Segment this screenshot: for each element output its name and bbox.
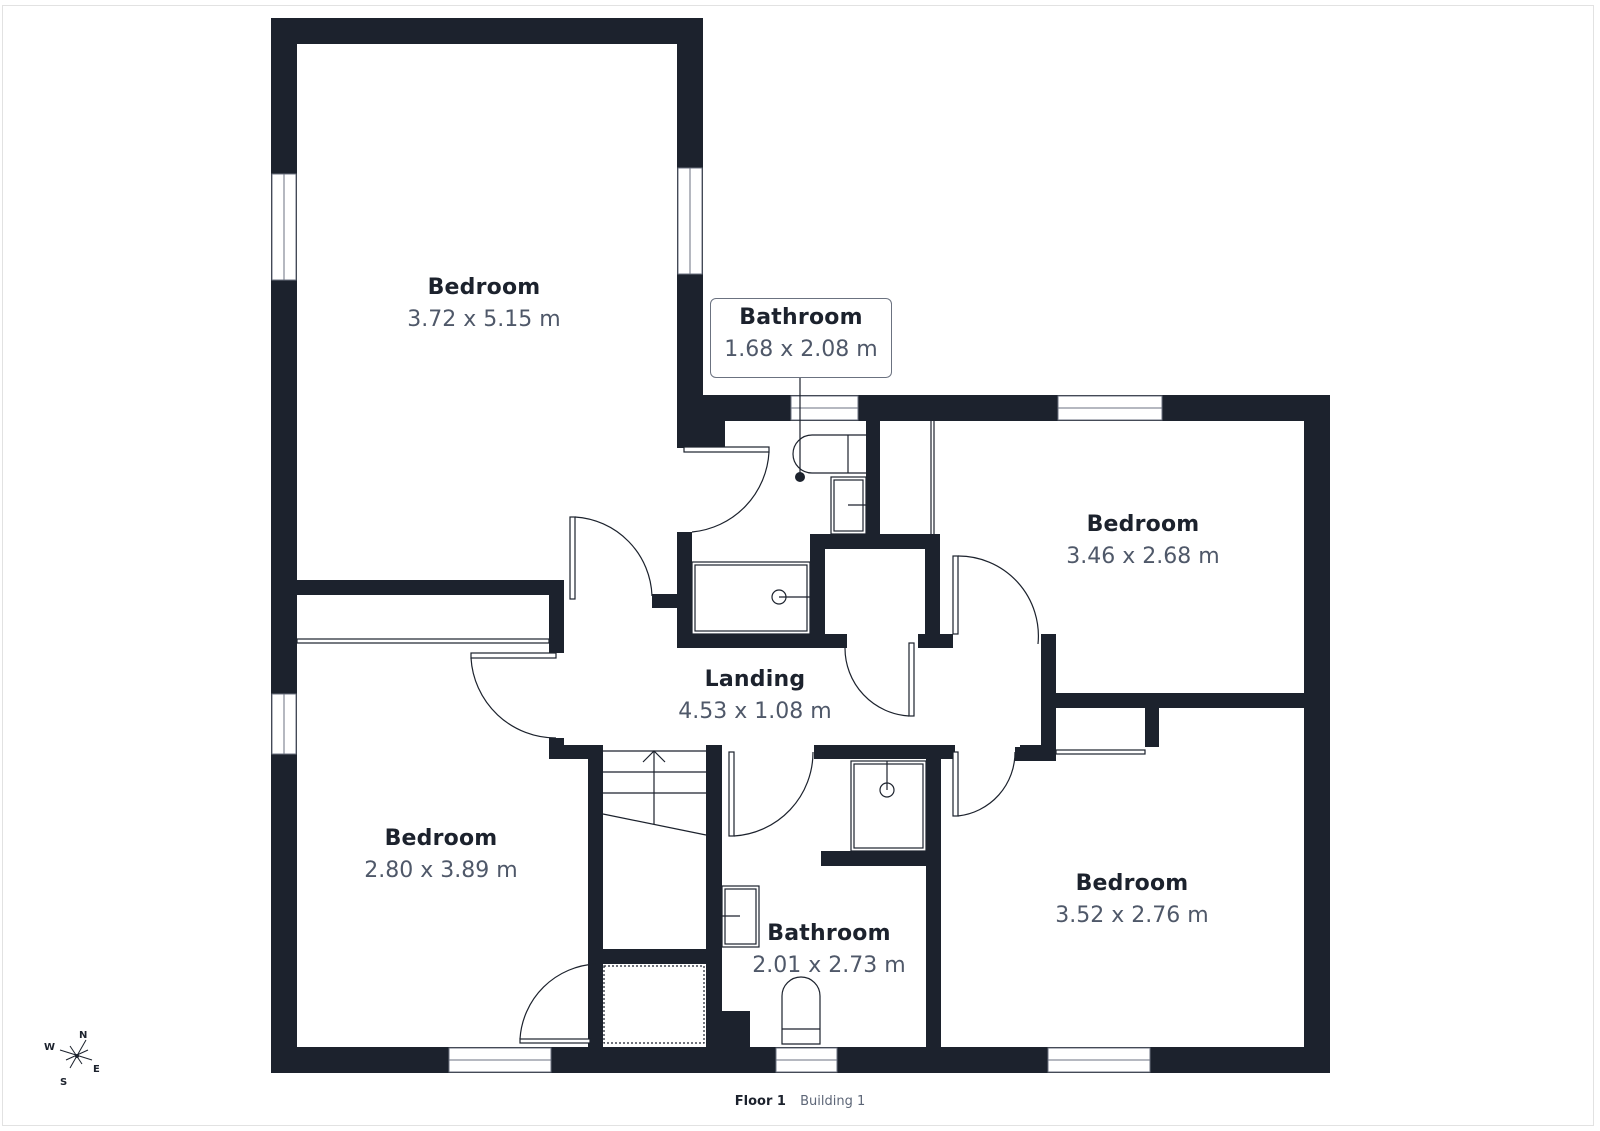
compass-north: N <box>79 1030 88 1041</box>
room-dimensions: 3.52 x 2.76 m <box>1055 903 1209 928</box>
room-name: Bedroom <box>1075 871 1189 896</box>
room-name: Bedroom <box>427 275 541 300</box>
room-label-landing: Landing 4.53 x 1.08 m <box>678 665 831 729</box>
room-dimensions: 3.72 x 5.15 m <box>407 307 561 332</box>
compass-south: S <box>60 1077 68 1088</box>
compass-icon <box>59 1039 93 1069</box>
room-label-bedroom-3: Bedroom 2.80 x 3.89 m <box>364 824 517 888</box>
room-dimensions: 2.01 x 2.73 m <box>752 953 906 978</box>
walls <box>271 18 1330 1073</box>
room-label-bedroom-2: Bedroom 3.46 x 2.68 m <box>1066 510 1219 574</box>
room-label-bathroom-2: Bathroom 2.01 x 2.73 m <box>752 919 905 983</box>
compass-west: W <box>44 1042 56 1053</box>
floor-label: Floor 1 <box>734 1094 786 1109</box>
room-dimensions: 2.80 x 3.89 m <box>364 858 518 883</box>
room-dimensions: 1.68 x 2.08 m <box>724 337 878 362</box>
room-dimensions: 3.46 x 2.68 m <box>1066 544 1220 569</box>
windows <box>271 167 1163 1073</box>
compass-east: E <box>93 1064 100 1075</box>
room-label-bathroom-1: Bathroom 1.68 x 2.08 m <box>710 298 892 378</box>
room-dimensions: 4.53 x 1.08 m <box>678 699 832 724</box>
doors <box>296 378 1146 1045</box>
room-name: Landing <box>704 667 806 692</box>
floor-caption: Floor 1 Building 1 <box>0 1094 1600 1109</box>
room-name: Bathroom <box>739 305 863 330</box>
room-label-bedroom-4: Bedroom 3.52 x 2.76 m <box>1055 869 1208 933</box>
pointer-dot <box>795 472 805 482</box>
room-name: Bathroom <box>767 921 891 946</box>
room-label-bedroom-1: Bedroom 3.72 x 5.15 m <box>407 273 560 337</box>
room-name: Bedroom <box>384 826 498 851</box>
room-name: Bedroom <box>1086 512 1200 537</box>
building-label: Building 1 <box>800 1094 866 1109</box>
